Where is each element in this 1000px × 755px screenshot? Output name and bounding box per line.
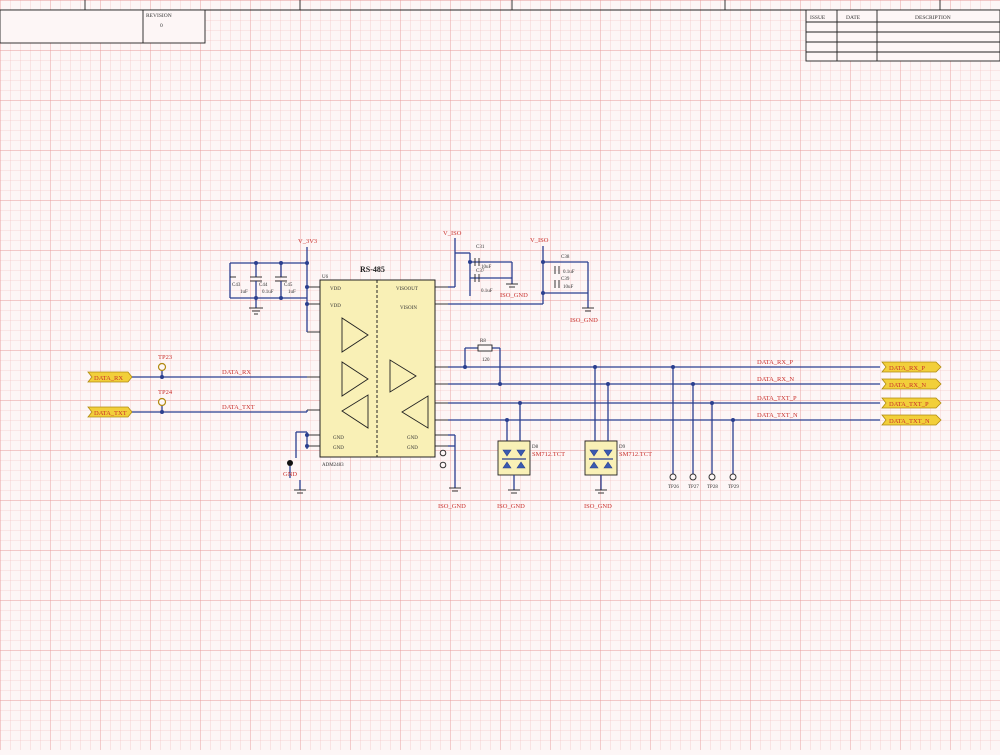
test-point-tp27[interactable] [689,473,697,481]
port-label-data-rx-n: DATA_RX_N [889,382,926,389]
left-decoupling[interactable]: V_3V3 C43 1uF C44 0.1uF C45 1uF [229,238,317,332]
buffer-symbol [341,361,369,397]
ic-title: RS-485 [360,265,385,274]
cap-c39-ref: C39 [561,277,570,282]
tp-label-tp23: TP23 [158,354,172,361]
buffer-symbol [341,394,369,429]
cap-c38-ref: C38 [561,255,570,260]
test-point-tp28[interactable] [708,473,716,481]
ic-ref: U6 [322,275,329,280]
ic-pin-vdd-1: VDD [330,287,341,292]
date-header: DATE [846,15,861,21]
net-label-data-txt-n: DATA_TXT_N [757,412,798,419]
port-label-data-txt-p: DATA_TXT_P [889,401,929,408]
net-label-data-txt: DATA_TXT [222,404,255,411]
net-port-data-txt[interactable] [87,406,133,418]
tvs-d9-ref: D9 [619,445,626,450]
termination-resistor[interactable] [477,344,493,352]
resistor-ref: R8 [480,339,486,344]
receiver-symbol [401,395,429,429]
cap-c38-value: 0.1uF [563,270,575,275]
net-label-data-rx-p: DATA_RX_P [757,359,793,366]
ground-label-iso-3: ISO_GND [438,503,466,510]
tvs-d8-ref: D8 [532,445,539,450]
test-point-tp23[interactable] [157,362,167,372]
issue-header: ISSUE [810,15,826,21]
cap-c31-value: 10uF [481,265,492,270]
ground-test-point[interactable] [287,460,293,466]
ground-label-d8: ISO_GND [497,503,525,510]
cap-c45-value: 1uF [288,290,296,295]
tp-label-tp29: TP29 [728,485,739,490]
cap-c43-value: 1uF [240,290,248,295]
buffer-symbol [341,317,369,353]
test-point-tp24[interactable] [157,397,167,407]
power-label-iso-1: V_ISO [443,230,462,237]
ic-pin-vdd-2: VDD [330,304,341,309]
test-point-tp29[interactable] [729,473,737,481]
ic-pin-visoout: VISOOUT [396,287,418,292]
iso-decoupling-1[interactable]: V_ISO C31 10uF C37 0.1uF ISO_GND [443,230,528,299]
port-label-data-rx-p: DATA_RX_P [889,365,925,372]
cap-c37-ref: C37 [476,269,485,274]
right-test-points[interactable]: TP26 TP27 TP28 TP29 [668,473,739,490]
tvs-d8-part: SM712.TCT [532,451,565,458]
rs485-transceiver-ic[interactable]: RS-485 U6 ADM2483 VDD VDD GND GND VISOOU… [307,265,448,468]
net-port-data-rx-n[interactable] [881,378,942,390]
net-label-data-rx-n: DATA_RX_N [757,376,794,383]
left-ground-section[interactable]: GND [283,431,309,494]
power-label-left: V_3V3 [298,238,317,245]
ground-label-iso-1: ISO_GND [500,292,528,299]
cap-c44-ref: C44 [259,283,268,288]
resistor-value: 120 [482,358,490,363]
power-label-iso-2: V_ISO [530,237,549,244]
port-label-data-rx: DATA_RX [94,375,123,382]
iso-ground-section[interactable]: ISO_GND [438,434,466,510]
net-label-data-txt-p: DATA_TXT_P [757,395,797,402]
cap-c37-value: 0.1uF [481,289,493,294]
tvs-d9-part: SM712.TCT [619,451,652,458]
cap-c45-ref: C45 [284,283,293,288]
net-label-data-rx: DATA_RX [222,369,251,376]
left-signal-inputs[interactable]: DATA_RX DATA_TXT DATA_RX DATA_TXT TP23 T… [87,354,308,418]
tvs-diode-d8[interactable]: D8 SM712.TCT ISO_GND [497,440,565,510]
net-port-data-txt-n[interactable] [881,414,942,426]
revision-label: REVISION [146,13,172,19]
output-bus[interactable]: R8 120 DATA_RX_P DATA_RX_N DATA_TXT_P DA… [448,339,880,474]
revision-box: REVISION 0 [0,9,206,44]
tp-label-tp24: TP24 [158,389,173,396]
cap-c43-ref: C43 [232,283,241,288]
ic-pin-gnd-2: GND [333,446,344,451]
port-label-data-txt: DATA_TXT [94,410,127,417]
ic-pin-gnd-3: GND [407,436,418,441]
tvs-diode-d9[interactable]: D9 SM712.TCT ISO_GND [584,440,652,510]
revision-value: 0 [160,23,163,29]
right-signal-outputs[interactable]: DATA_RX_P DATA_RX_N DATA_TXT_P DATA_TXT_… [881,361,942,426]
cap-c39-value: 10uF [563,285,574,290]
test-point-tp26[interactable] [669,473,677,481]
iso-ground-test-point[interactable] [439,449,447,457]
ground-label-d9: ISO_GND [584,503,612,510]
tp-label-tp26: TP26 [668,485,679,490]
description-header: DESCRIPTION [915,15,951,21]
ic-pin-gnd-1: GND [333,436,344,441]
ic-part: ADM2483 [322,463,344,468]
iso-decoupling-2[interactable]: V_ISO C38 0.1uF C39 10uF ISO_GND [448,237,598,324]
ground-label-iso-2: ISO_GND [570,317,598,324]
cap-c31-ref: C31 [476,245,485,250]
port-label-data-txt-n: DATA_TXT_N [889,418,930,425]
tp-label-tp27: TP27 [688,485,699,490]
ground-label-left: GND [283,471,297,478]
net-port-data-txt-p[interactable] [881,397,942,409]
driver-symbol [389,359,417,393]
ic-pin-visoin: VISOIN [400,306,417,311]
tp-label-tp28: TP28 [707,485,718,490]
cap-c44-value: 0.1uF [262,290,274,295]
net-port-data-rx-p[interactable] [881,361,942,373]
ic-pin-gnd-4: GND [407,446,418,451]
net-port-data-rx[interactable] [87,371,133,383]
issue-table: ISSUE DATE DESCRIPTION [805,9,1000,62]
